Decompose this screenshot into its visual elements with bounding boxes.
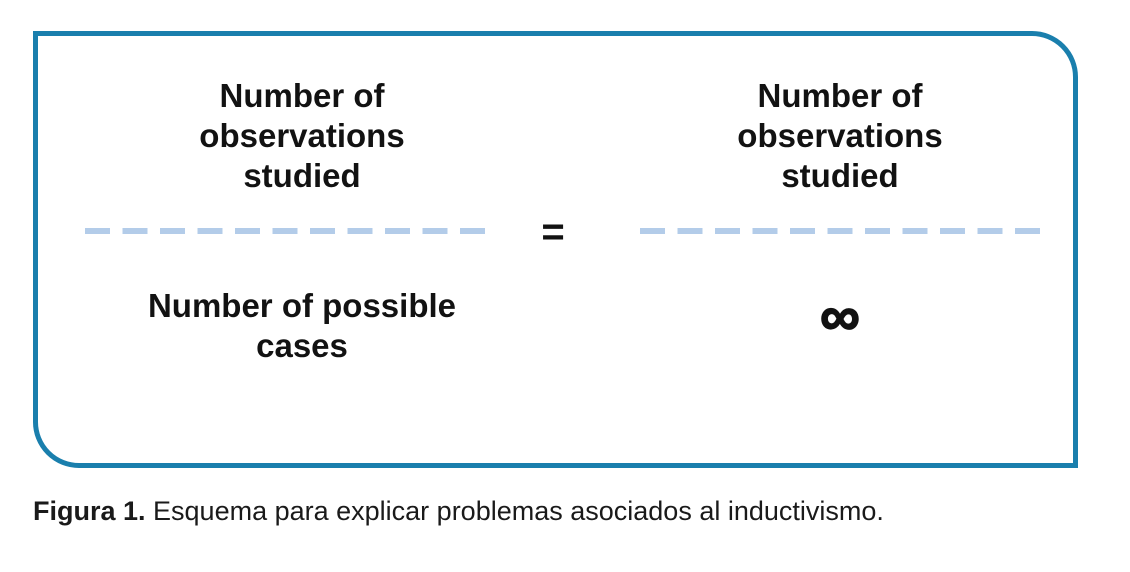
right-fraction-numerator: Number of observations studied	[630, 76, 1050, 196]
left-denominator-line-2: cases	[256, 327, 348, 364]
left-fraction-bar	[85, 228, 497, 234]
caption-text: Esquema para explicar problemas asociado…	[145, 496, 884, 526]
left-fraction-numerator: Number of observations studied	[92, 76, 512, 196]
right-fraction-bar	[640, 228, 1047, 234]
figure-caption: Figura 1. Esquema para explicar problema…	[33, 494, 1093, 528]
caption-label: Figura 1.	[33, 496, 146, 526]
left-numerator-line-3: studied	[243, 157, 361, 194]
right-numerator-line-1: Number of	[757, 77, 923, 114]
left-numerator-line-1: Number of	[219, 77, 385, 114]
right-numerator-line-2: observations	[737, 117, 943, 154]
left-denominator-line-1: Number of possible	[147, 287, 457, 324]
left-fraction-denominator: Number of possible cases	[92, 286, 512, 366]
right-numerator-line-3: studied	[781, 157, 899, 194]
diagram-box: Number of observations studied Number of…	[33, 31, 1078, 468]
left-numerator-line-2: observations	[199, 117, 405, 154]
equals-sign: =	[541, 210, 565, 254]
infinity-symbol: ∞	[819, 284, 860, 347]
